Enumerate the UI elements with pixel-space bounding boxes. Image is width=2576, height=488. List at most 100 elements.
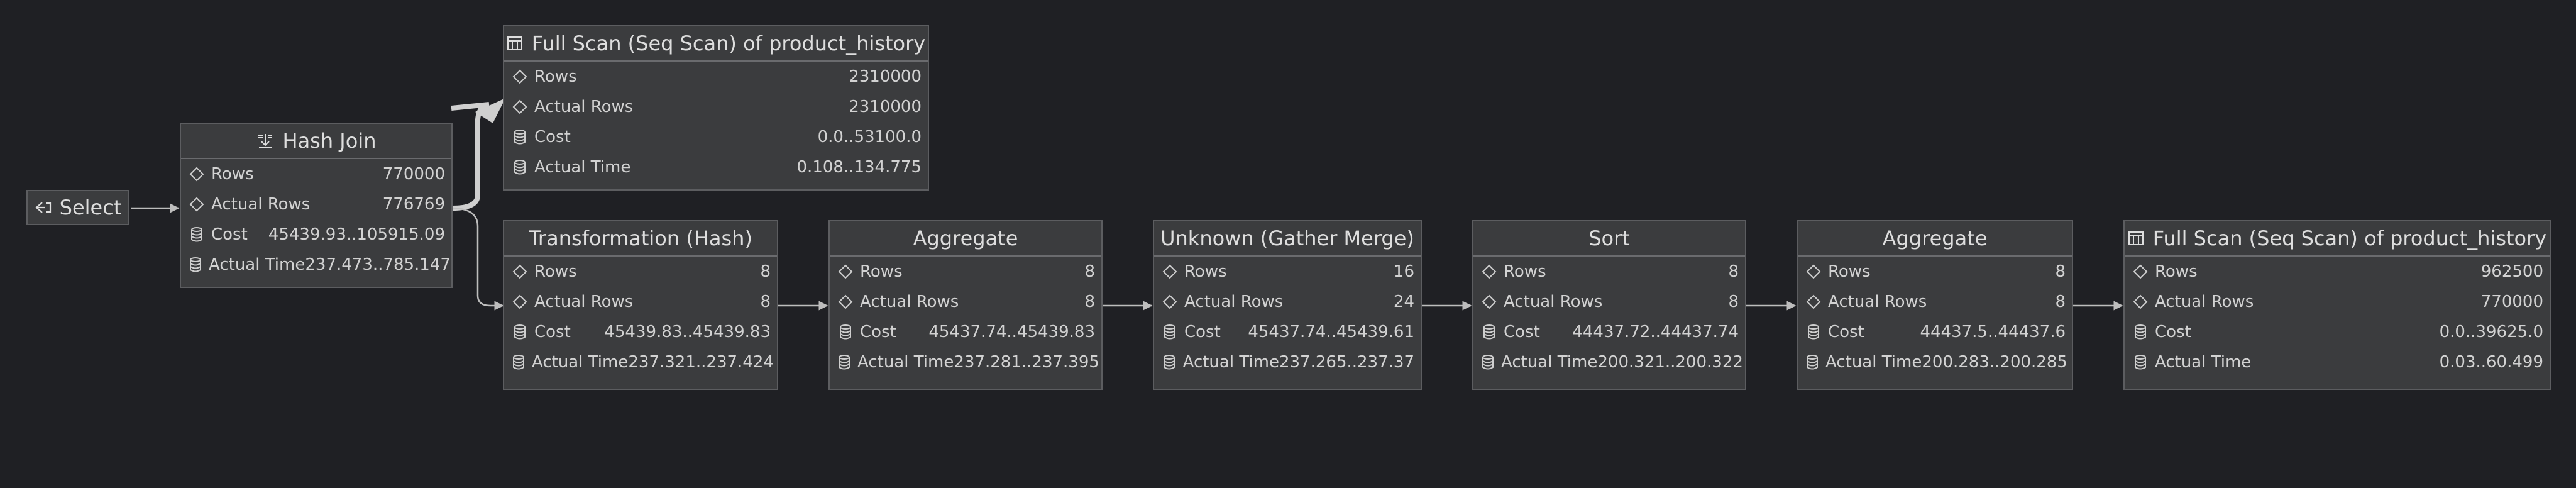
row-label: Cost — [211, 225, 248, 244]
row-value: 16 — [1393, 262, 1414, 281]
row-label: Actual Time — [532, 353, 629, 372]
row-label: Actual Time — [857, 353, 954, 372]
node-title: Aggregate — [913, 226, 1018, 250]
row-label: Rows — [211, 165, 254, 184]
row-label: Rows — [860, 262, 903, 281]
row-label: Actual Time — [534, 158, 631, 177]
select-node[interactable]: Select — [26, 190, 129, 225]
database-icon — [1162, 354, 1177, 370]
node-header: Aggregate — [830, 221, 1101, 257]
node-title: Sort — [1588, 226, 1630, 250]
row-value: 0.0..39625.0 — [2439, 323, 2543, 341]
row-label: Actual Rows — [2155, 292, 2254, 311]
row-label: Rows — [1504, 262, 1546, 281]
row-rows: Rows 962500 — [2125, 257, 2550, 287]
row-value: 237.281..237.395 — [954, 353, 1099, 372]
edge-fullscan-hashjoin-arrowhead — [475, 98, 505, 123]
diamond-icon — [189, 196, 205, 213]
row-value: 8 — [2055, 262, 2066, 281]
node-title: Full Scan (Seq Scan) of product_history — [2152, 226, 2547, 250]
row-rows: Rows 8 — [830, 257, 1101, 287]
diamond-icon — [2132, 263, 2149, 280]
row-value: 45439.83..45439.83 — [604, 323, 771, 341]
diamond-icon — [189, 166, 205, 182]
row-cost: Cost 0.0..39625.0 — [2125, 317, 2550, 347]
row-value: 2310000 — [849, 97, 922, 116]
row-label: Cost — [1504, 323, 1540, 341]
row-label: Actual Rows — [1184, 292, 1284, 311]
row-label: Rows — [1828, 262, 1871, 281]
node-header: Sort — [1473, 221, 1745, 257]
row-value: 44437.5..44437.6 — [1920, 323, 2066, 341]
row-cost: Cost 44437.5..44437.6 — [1798, 317, 2072, 347]
diamond-icon — [512, 294, 528, 310]
row-actual-rows: Actual Rows 8 — [1798, 287, 2072, 317]
row-value: 45439.93..105915.09 — [268, 225, 445, 244]
database-icon — [1481, 354, 1495, 370]
row-label: Rows — [2155, 262, 2198, 281]
row-rows: Rows 8 — [1798, 257, 2072, 287]
plan-node-full-scan-top[interactable]: Full Scan (Seq Scan) of product_history … — [503, 25, 929, 191]
row-value: 45437.74..45439.83 — [928, 323, 1095, 341]
diamond-icon — [2132, 294, 2149, 310]
row-rows: Rows 8 — [1473, 257, 1745, 287]
row-value: 8 — [2055, 292, 2066, 311]
row-label: Actual Time — [1501, 353, 1598, 372]
database-icon — [1162, 324, 1178, 340]
node-title: Full Scan (Seq Scan) of product_history — [531, 31, 926, 55]
row-value: 962500 — [2480, 262, 2543, 281]
row-label: Actual Rows — [1828, 292, 1927, 311]
row-value: 0.03..60.499 — [2439, 353, 2543, 372]
row-label: Rows — [534, 262, 577, 281]
diamond-icon — [1481, 294, 1497, 310]
database-icon — [512, 159, 528, 175]
node-title: Transformation (Hash) — [529, 226, 752, 250]
row-value: 2310000 — [849, 67, 922, 86]
row-value: 8 — [1084, 262, 1095, 281]
row-label: Actual Rows — [1504, 292, 1603, 311]
row-value: 770000 — [2480, 292, 2543, 311]
node-header: Hash Join — [181, 124, 451, 159]
row-rows: Rows 8 — [504, 257, 777, 287]
row-value: 8 — [1728, 262, 1739, 281]
database-icon — [189, 257, 202, 273]
select-label: Select — [59, 196, 122, 219]
node-header: Transformation (Hash) — [504, 221, 777, 257]
diamond-icon — [837, 263, 854, 280]
row-label: Actual Rows — [534, 97, 634, 116]
node-header: Unknown (Gather Merge) — [1154, 221, 1421, 257]
row-value: 8 — [760, 292, 771, 311]
diamond-icon — [837, 294, 854, 310]
table-icon — [507, 36, 523, 51]
row-value: 8 — [760, 262, 771, 281]
hash-join-icon — [256, 133, 274, 149]
database-icon — [512, 129, 528, 145]
database-icon — [2132, 324, 2149, 340]
row-label: Cost — [2155, 323, 2191, 341]
edge-fullscan-hashjoin — [451, 102, 490, 211]
row-label: Cost — [1828, 323, 1864, 341]
database-icon — [2132, 354, 2149, 370]
database-icon — [837, 354, 851, 370]
row-value: 237.265..237.37 — [1279, 353, 1414, 372]
row-label: Actual Time — [1825, 353, 1922, 372]
row-label: Actual Time — [209, 255, 305, 274]
row-label: Actual Time — [2155, 353, 2252, 372]
plan-node-full-scan-right[interactable]: Full Scan (Seq Scan) of product_history … — [2123, 220, 2551, 390]
